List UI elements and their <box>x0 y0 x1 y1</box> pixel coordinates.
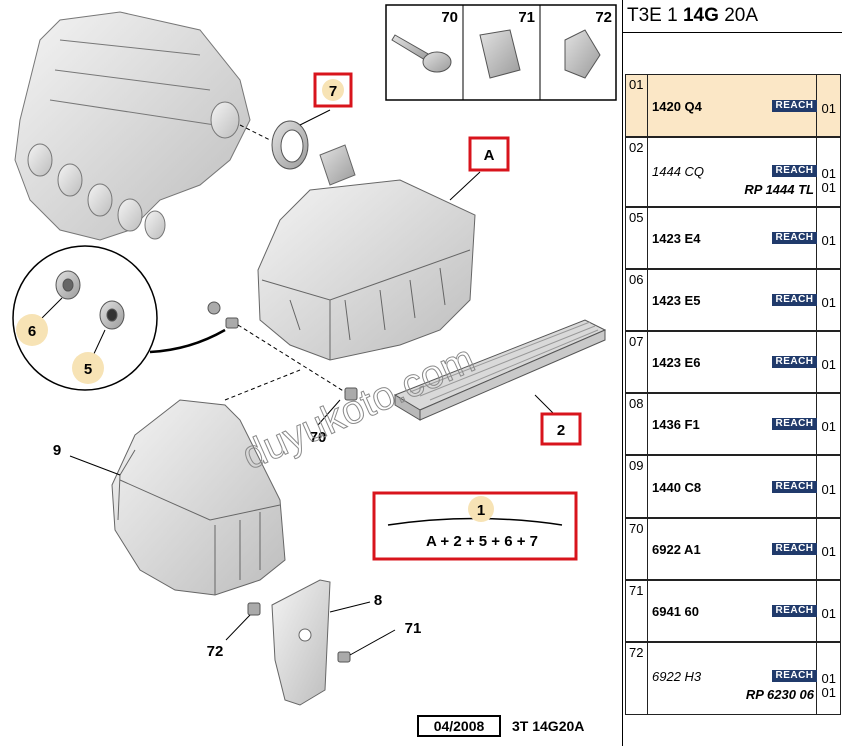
model-title: T3E 1 14G 20A <box>627 5 758 27</box>
model-bold: 14G <box>682 5 719 26</box>
part-row-07[interactable]: 07 1423 E6 REACH 01 <box>625 331 841 393</box>
grommet-illustration <box>207 301 358 663</box>
part-code[interactable]: 6941 60 <box>652 604 699 619</box>
kit-legend-box: 1 A + 2 + 5 + 6 + 7 <box>372 491 578 561</box>
callout-7-label: 7 <box>329 83 337 100</box>
clamp-ring-illustration <box>271 120 309 170</box>
part-qty: 01 <box>821 671 836 686</box>
callout-5-highlight <box>72 352 104 384</box>
replacement-code[interactable]: RP 6230 06 <box>745 687 814 702</box>
part-code[interactable]: 6922 A1 <box>652 542 701 557</box>
inset-label-71: 71 <box>518 9 535 26</box>
callout-5[interactable]: 5 <box>84 361 92 378</box>
part-qty: 01 <box>821 233 836 248</box>
part-index: 09 <box>626 456 648 517</box>
part-index: 06 <box>626 270 648 330</box>
part-index: 70 <box>626 519 648 579</box>
part-qty: 01 <box>821 166 836 181</box>
part-code[interactable]: 1436 F1 <box>652 417 700 432</box>
replacement-qty: 01 <box>821 685 836 700</box>
part-qty: 01 <box>821 419 836 434</box>
callout-A[interactable]: A <box>468 136 510 172</box>
part-row-72[interactable]: 72 6922 H3 REACH 01 RP 6230 06 01 <box>625 642 841 715</box>
part-qty: 01 <box>821 295 836 310</box>
exploded-parts-diagram: 70 71 72 7 A 2 1 A + 2 + 5 + 6 + 7 6 5 9… <box>12 4 617 737</box>
inset-label-72: 72 <box>595 9 612 26</box>
part-row-09[interactable]: 09 1440 C8 REACH 01 <box>625 455 841 518</box>
part-index: 71 <box>626 581 648 641</box>
part-index: 05 <box>626 208 648 268</box>
part-code[interactable]: 1444 CQ <box>652 164 705 179</box>
part-qty: 01 <box>821 544 836 559</box>
air-filter-housing-illustration <box>257 144 476 361</box>
reach-badge: REACH <box>772 543 817 555</box>
reach-badge: REACH <box>772 418 817 430</box>
part-code[interactable]: 1440 C8 <box>652 480 702 495</box>
callout-70[interactable]: 70 <box>310 429 327 446</box>
callout-leaders <box>69 109 556 656</box>
footer-code: 3T 14G20A <box>512 718 584 734</box>
part-qty: 01 <box>821 357 836 372</box>
callout-1-label: 1 <box>477 502 485 519</box>
callout-7[interactable]: 7 <box>313 72 353 108</box>
callout-71[interactable]: 71 <box>405 620 422 637</box>
part-row-70[interactable]: 70 6922 A1 REACH 01 <box>625 518 841 580</box>
reach-badge: REACH <box>772 605 817 617</box>
part-index: 02 <box>626 138 648 206</box>
reach-badge: REACH <box>772 232 817 244</box>
part-row-06[interactable]: 06 1423 E5 REACH 01 <box>625 269 841 331</box>
part-index: 72 <box>626 643 648 714</box>
callout-6[interactable]: 6 <box>28 323 36 340</box>
reach-badge: REACH <box>772 670 817 682</box>
bracket-illustration <box>271 579 331 706</box>
footer-date-box <box>417 715 501 737</box>
reach-badge: REACH <box>772 100 817 112</box>
part-index: 01 <box>626 75 648 136</box>
fastener-inset-box <box>385 4 617 101</box>
inset-label-70: 70 <box>441 9 458 26</box>
part-qty: 01 <box>821 101 836 116</box>
part-row-05[interactable]: 05 1423 E4 REACH 01 <box>625 207 841 269</box>
divider <box>623 32 842 33</box>
part-row-71[interactable]: 71 6941 60 REACH 01 <box>625 580 841 642</box>
callout-6-highlight <box>16 314 48 346</box>
leader-line <box>239 124 271 141</box>
part-index: 07 <box>626 332 648 392</box>
part-row-01[interactable]: 01 1420 Q4 REACH 01 <box>625 74 841 137</box>
callout-72[interactable]: 72 <box>207 643 224 660</box>
callout-2-label: 2 <box>557 422 565 439</box>
filter-element-illustration <box>393 319 607 421</box>
replacement-code[interactable]: RP 1444 TL <box>744 182 814 197</box>
leader-line <box>224 369 301 401</box>
footer-date: 04/2008 <box>434 718 485 734</box>
part-qty: 01 <box>821 482 836 497</box>
reach-badge: REACH <box>772 356 817 368</box>
callout-2[interactable]: 2 <box>540 412 582 446</box>
part-index: 08 <box>626 394 648 454</box>
replacement-qty: 01 <box>821 180 836 195</box>
model-suffix: 20A <box>724 5 758 26</box>
reach-badge: REACH <box>772 165 817 177</box>
part-code[interactable]: 1423 E6 <box>652 355 701 370</box>
part-code[interactable]: 1423 E4 <box>652 231 701 246</box>
lower-housing-illustration <box>111 399 286 596</box>
leader-line <box>237 324 346 393</box>
callout-8[interactable]: 8 <box>374 592 382 609</box>
part-qty: 01 <box>821 606 836 621</box>
model-prefix: T3E 1 <box>627 5 678 26</box>
intake-manifold-illustration <box>14 11 251 241</box>
callout-A-label: A <box>484 147 495 164</box>
reach-badge: REACH <box>772 481 817 493</box>
part-code[interactable]: 6922 H3 <box>652 669 702 684</box>
part-row-02[interactable]: 02 1444 CQ REACH 01 RP 1444 TL 01 <box>625 137 841 207</box>
reach-badge: REACH <box>772 294 817 306</box>
detail-inset <box>12 245 158 391</box>
part-code[interactable]: 1423 E5 <box>652 293 701 308</box>
part-row-08[interactable]: 08 1436 F1 REACH 01 <box>625 393 841 455</box>
legend-formula: A + 2 + 5 + 6 + 7 <box>426 533 538 550</box>
callout-9[interactable]: 9 <box>53 442 61 459</box>
part-code[interactable]: 1420 Q4 <box>652 99 702 114</box>
